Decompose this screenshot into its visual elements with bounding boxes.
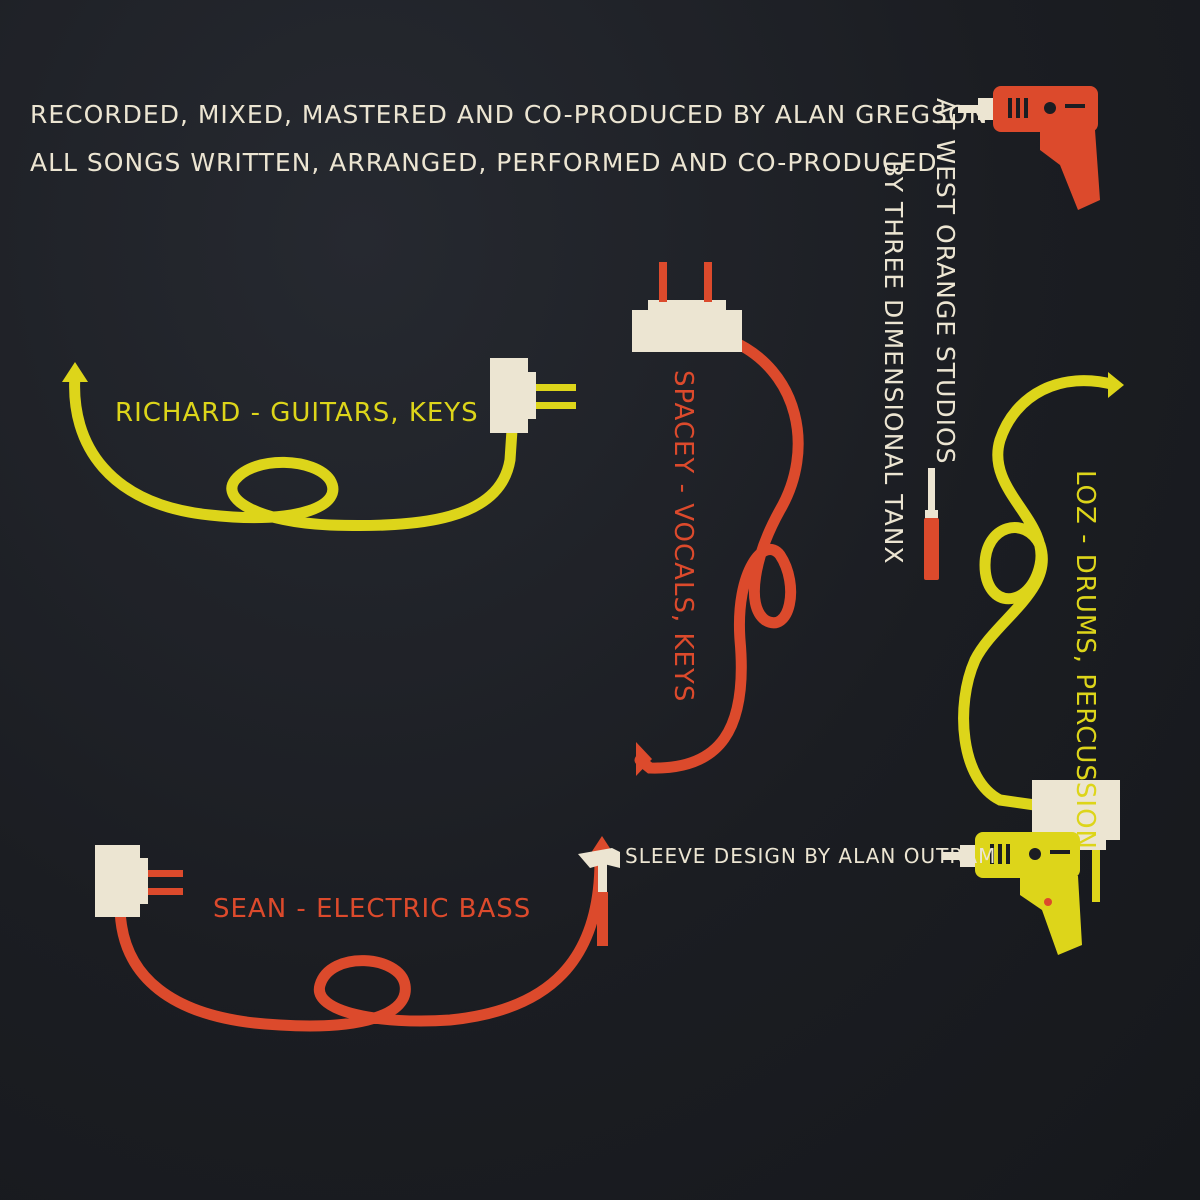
plug-icon — [490, 358, 576, 433]
screwdriver-icon — [924, 468, 939, 580]
hammer-icon — [578, 848, 620, 946]
plug-icon — [632, 262, 742, 352]
credit-recorded-by: RECORDED, MIXED, MASTERED AND CO-PRODUCE… — [30, 100, 989, 129]
sean-cable — [95, 836, 615, 1032]
credit-sleeve-design: SLEEVE DESIGN BY ALAN OUTRAM — [625, 844, 997, 868]
member-richard: RICHARD - GUITARS, KEYS — [115, 398, 479, 428]
drill-icon — [958, 86, 1100, 210]
member-spacey: SPACEY - VOCALS, KEYS — [668, 370, 698, 703]
credit-band: BY THREE DIMENSIONAL TANX — [879, 160, 908, 565]
member-sean: SEAN - ELECTRIC BASS — [213, 894, 532, 924]
spacey-cable — [632, 262, 804, 776]
plug-icon — [95, 845, 183, 917]
member-loz: LOZ - DRUMS, PERCUSSION — [1070, 470, 1100, 850]
drill-icon — [942, 832, 1082, 955]
credit-studio: AT WEST ORANGE STUDIOS — [931, 98, 960, 465]
richard-cable — [62, 358, 576, 532]
credit-written-by: ALL SONGS WRITTEN, ARRANGED, PERFORMED A… — [30, 148, 938, 177]
